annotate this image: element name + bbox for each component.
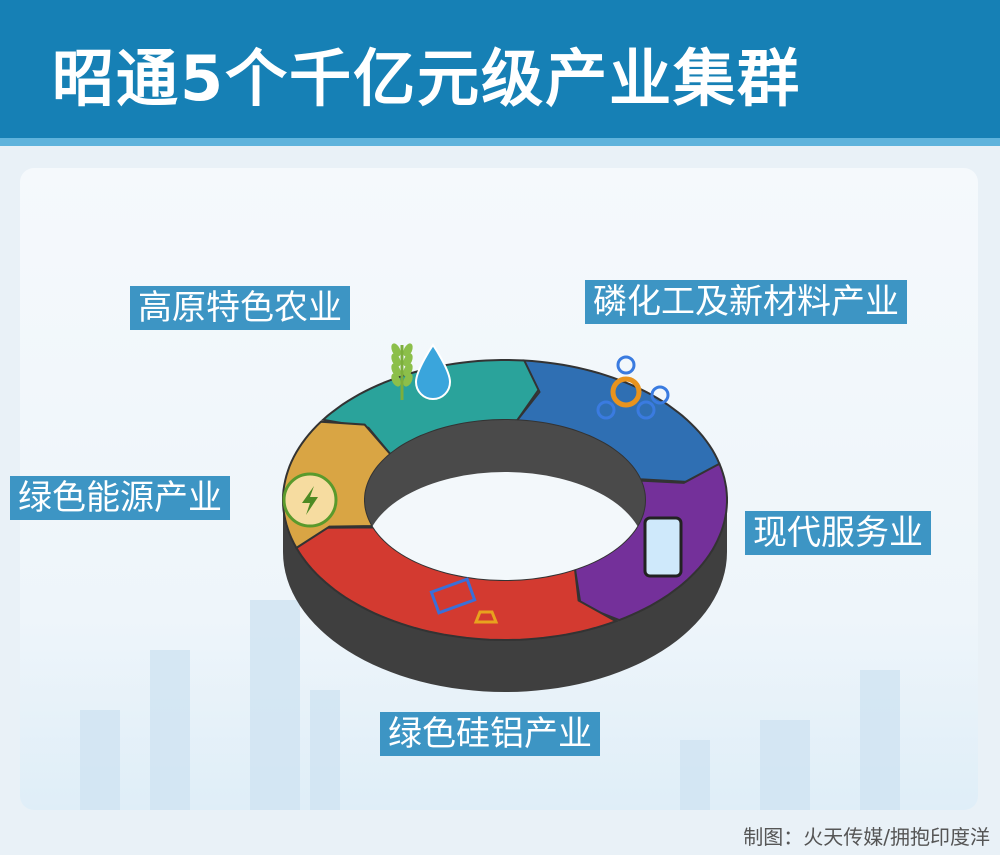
molecule-node-icon [616,355,636,375]
label-modern-services: 现代服务业 [745,511,931,555]
skyline-building [680,740,710,810]
wheat-grain-icon [403,363,413,377]
ring-hole [365,472,645,580]
wheat-grain-icon [391,353,401,367]
skyline-building [250,600,300,810]
wheat-grain-icon [391,363,401,377]
wheat-grain-icon [391,343,401,357]
molecule-node-icon [596,400,616,420]
skyline-building [310,690,340,810]
skyline-building [760,720,810,810]
label-green-energy: 绿色能源产业 [10,476,230,520]
label-phosphorus-chemical: 磷化工及新材料产业 [585,280,907,324]
credit-text: 制图：火天传媒/拥抱印度洋 [743,825,990,849]
molecule-node-icon [650,385,670,405]
wheat-grain-icon [403,353,413,367]
skyline-building [80,710,120,810]
molecule-icon [610,376,642,408]
wheat-grain-icon [391,373,401,387]
page-title: 昭通5个千亿元级产业集群 [52,42,802,115]
ingots-icon [429,577,477,615]
title-bar: 昭通5个千亿元级产业集群 [0,0,1000,146]
lightning-icon [302,486,318,515]
water-drop-icon [414,343,452,400]
skyline-building [860,670,900,810]
skyline-building [150,650,190,810]
gold-ingot-icon [473,610,499,624]
wheat-grain-icon [403,373,413,387]
label-silicon-aluminum: 绿色硅铝产业 [380,712,600,756]
wheat-grain-icon [403,343,413,357]
molecule-node-icon [636,400,656,420]
label-plateau-agriculture: 高原特色农业 [130,286,350,330]
smartphone-icon [643,516,683,578]
